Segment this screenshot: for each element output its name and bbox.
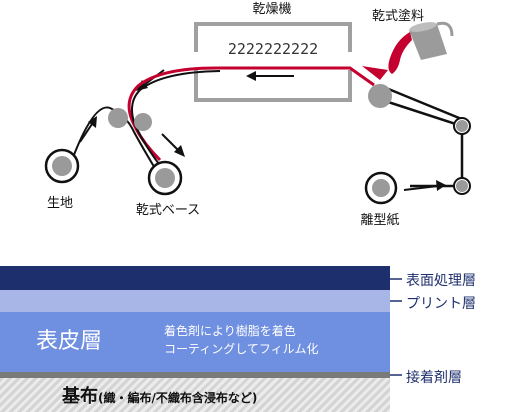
dryer-box bbox=[194, 22, 352, 102]
skin-layer-desc-1: 着色剤により樹脂を着色 bbox=[164, 324, 296, 338]
dryer-label: 乾燥機 bbox=[252, 2, 291, 17]
dry-paint-label: 乾式塗料 bbox=[372, 8, 424, 24]
layer-stack: 表皮層 着色剤により樹脂を着色 コーティングしてフィルム化 基布(織・編布/不織… bbox=[0, 266, 390, 412]
release-paper-arrow bbox=[403, 180, 446, 191]
adhesive-layer-band bbox=[0, 372, 390, 378]
release-paper-label: 離型紙 bbox=[360, 213, 399, 228]
left-guide-roller-2 bbox=[134, 113, 152, 131]
base-fabric-band bbox=[0, 378, 390, 412]
skin-layer-desc-2: コーティングしてフィルム化 bbox=[164, 342, 319, 356]
base-fabric-title: 基布(織・編布/不織布含浸布など) bbox=[62, 382, 257, 408]
dryer-direction-arrow bbox=[246, 71, 294, 81]
dry-base-label: 乾式ベース bbox=[136, 203, 200, 218]
print-layer-band bbox=[0, 290, 390, 312]
base-fabric-note: (織・編布/不織布含浸布など) bbox=[98, 391, 258, 405]
layer-leaders bbox=[390, 278, 402, 376]
paint-bucket-icon bbox=[388, 21, 454, 74]
skin-layer-title: 表皮層 bbox=[36, 329, 103, 354]
process-diagram: 2222222222 乾燥機 乾式塗料 bbox=[44, 2, 471, 228]
release-paper-roll bbox=[364, 171, 398, 205]
left-guide-roller-1 bbox=[108, 108, 128, 128]
fabric-roll bbox=[44, 148, 80, 184]
adhesive-layer-label: 接着剤層 bbox=[406, 370, 462, 386]
base-fabric-label: 基布 bbox=[62, 386, 98, 407]
fabric-label: 生地 bbox=[47, 196, 73, 211]
coating-blade bbox=[362, 66, 388, 80]
dry-base-roll bbox=[147, 160, 183, 196]
skin-layer-band bbox=[0, 312, 390, 372]
right-lower-roller bbox=[453, 177, 471, 195]
coated-film-path bbox=[127, 66, 375, 162]
dryer-heating-wave: 2222222222 bbox=[228, 40, 318, 58]
print-layer-label: プリント層 bbox=[406, 296, 476, 312]
fabric-feed-arrow bbox=[79, 116, 97, 143]
surface-treatment-layer bbox=[0, 266, 390, 290]
black-backing-path bbox=[131, 70, 221, 169]
right-upper-roller bbox=[453, 117, 471, 135]
surface-treatment-label: 表面処理層 bbox=[406, 273, 476, 289]
top-roller bbox=[368, 84, 392, 108]
dry-base-output-arrow bbox=[161, 133, 185, 157]
